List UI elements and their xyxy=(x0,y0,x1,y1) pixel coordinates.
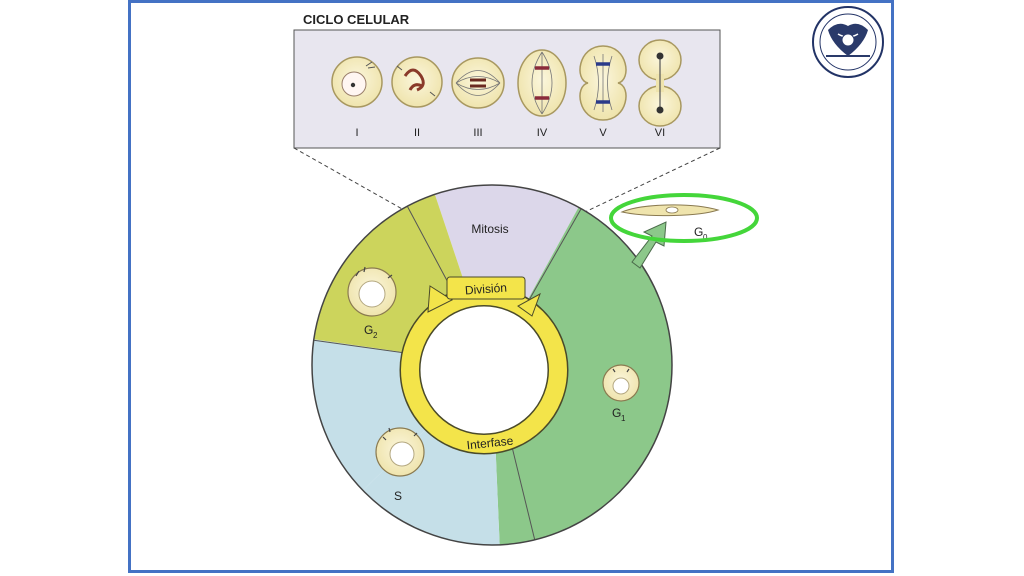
g2-label: G 2 xyxy=(364,323,378,340)
cycle-arrowhead-right xyxy=(517,292,541,317)
stage-cell-5 xyxy=(579,45,627,121)
wheel-outline xyxy=(311,184,673,546)
interfase-label: Interfase xyxy=(466,434,514,453)
g2-cell xyxy=(347,266,397,317)
g1-label: G 1 xyxy=(612,406,626,423)
stage-cell-1 xyxy=(331,56,383,108)
diagram-title: CICLO CELULAR xyxy=(303,12,410,27)
stage-cell-4 xyxy=(517,49,567,117)
stage-label-6: VI xyxy=(655,127,665,139)
mitosis-sector xyxy=(420,185,610,365)
g1-cell xyxy=(602,364,640,402)
wheel-center xyxy=(419,305,549,435)
stage-cell-6 xyxy=(638,39,682,127)
svg-text:0: 0 xyxy=(703,233,708,242)
stage-cell-2 xyxy=(391,56,443,108)
s-cell xyxy=(375,427,425,477)
g0-highlight-ellipse xyxy=(609,193,759,243)
cycle-arrowhead-left xyxy=(427,285,454,313)
stage-label-4: IV xyxy=(537,127,548,139)
s-label: S xyxy=(394,489,402,503)
mitosis-label: Mitosis xyxy=(471,222,508,236)
stage-label-2: II xyxy=(414,127,420,139)
svg-text:G: G xyxy=(612,406,621,420)
svg-text:G: G xyxy=(694,225,703,239)
g0-arrow xyxy=(631,221,667,269)
university-seal-icon xyxy=(812,6,884,78)
stage-label-5: V xyxy=(599,127,607,139)
svg-text:2: 2 xyxy=(373,331,378,340)
zoom-line-left xyxy=(293,147,405,211)
zoom-line-right xyxy=(584,147,721,213)
stage-label-1: I xyxy=(355,127,358,139)
svg-text:G: G xyxy=(364,323,373,337)
g0-cell xyxy=(620,204,720,217)
division-label: División xyxy=(464,281,507,298)
stage-cell-3 xyxy=(451,57,505,109)
stage-label-3: III xyxy=(473,127,482,139)
g0-label: G 0 xyxy=(694,225,708,242)
svg-text:1: 1 xyxy=(621,414,626,423)
